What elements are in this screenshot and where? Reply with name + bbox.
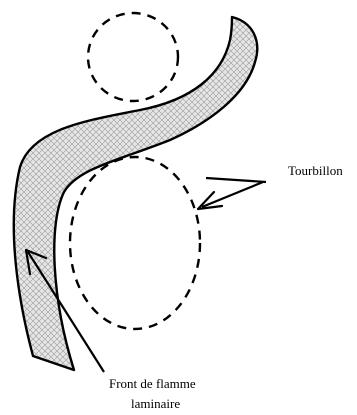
eddy-arrow-shaft — [198, 182, 263, 209]
eddy-label: Tourbillon — [288, 163, 343, 178]
laminar-flame-front-band — [14, 17, 257, 370]
flame-front-label-line2: laminaire — [131, 396, 180, 411]
flame-front-label-line1: Front de flamme — [109, 376, 196, 391]
eddy-arrow — [206, 178, 266, 182]
lower-eddy-circle — [70, 157, 200, 329]
upper-eddy-circle — [88, 13, 178, 101]
